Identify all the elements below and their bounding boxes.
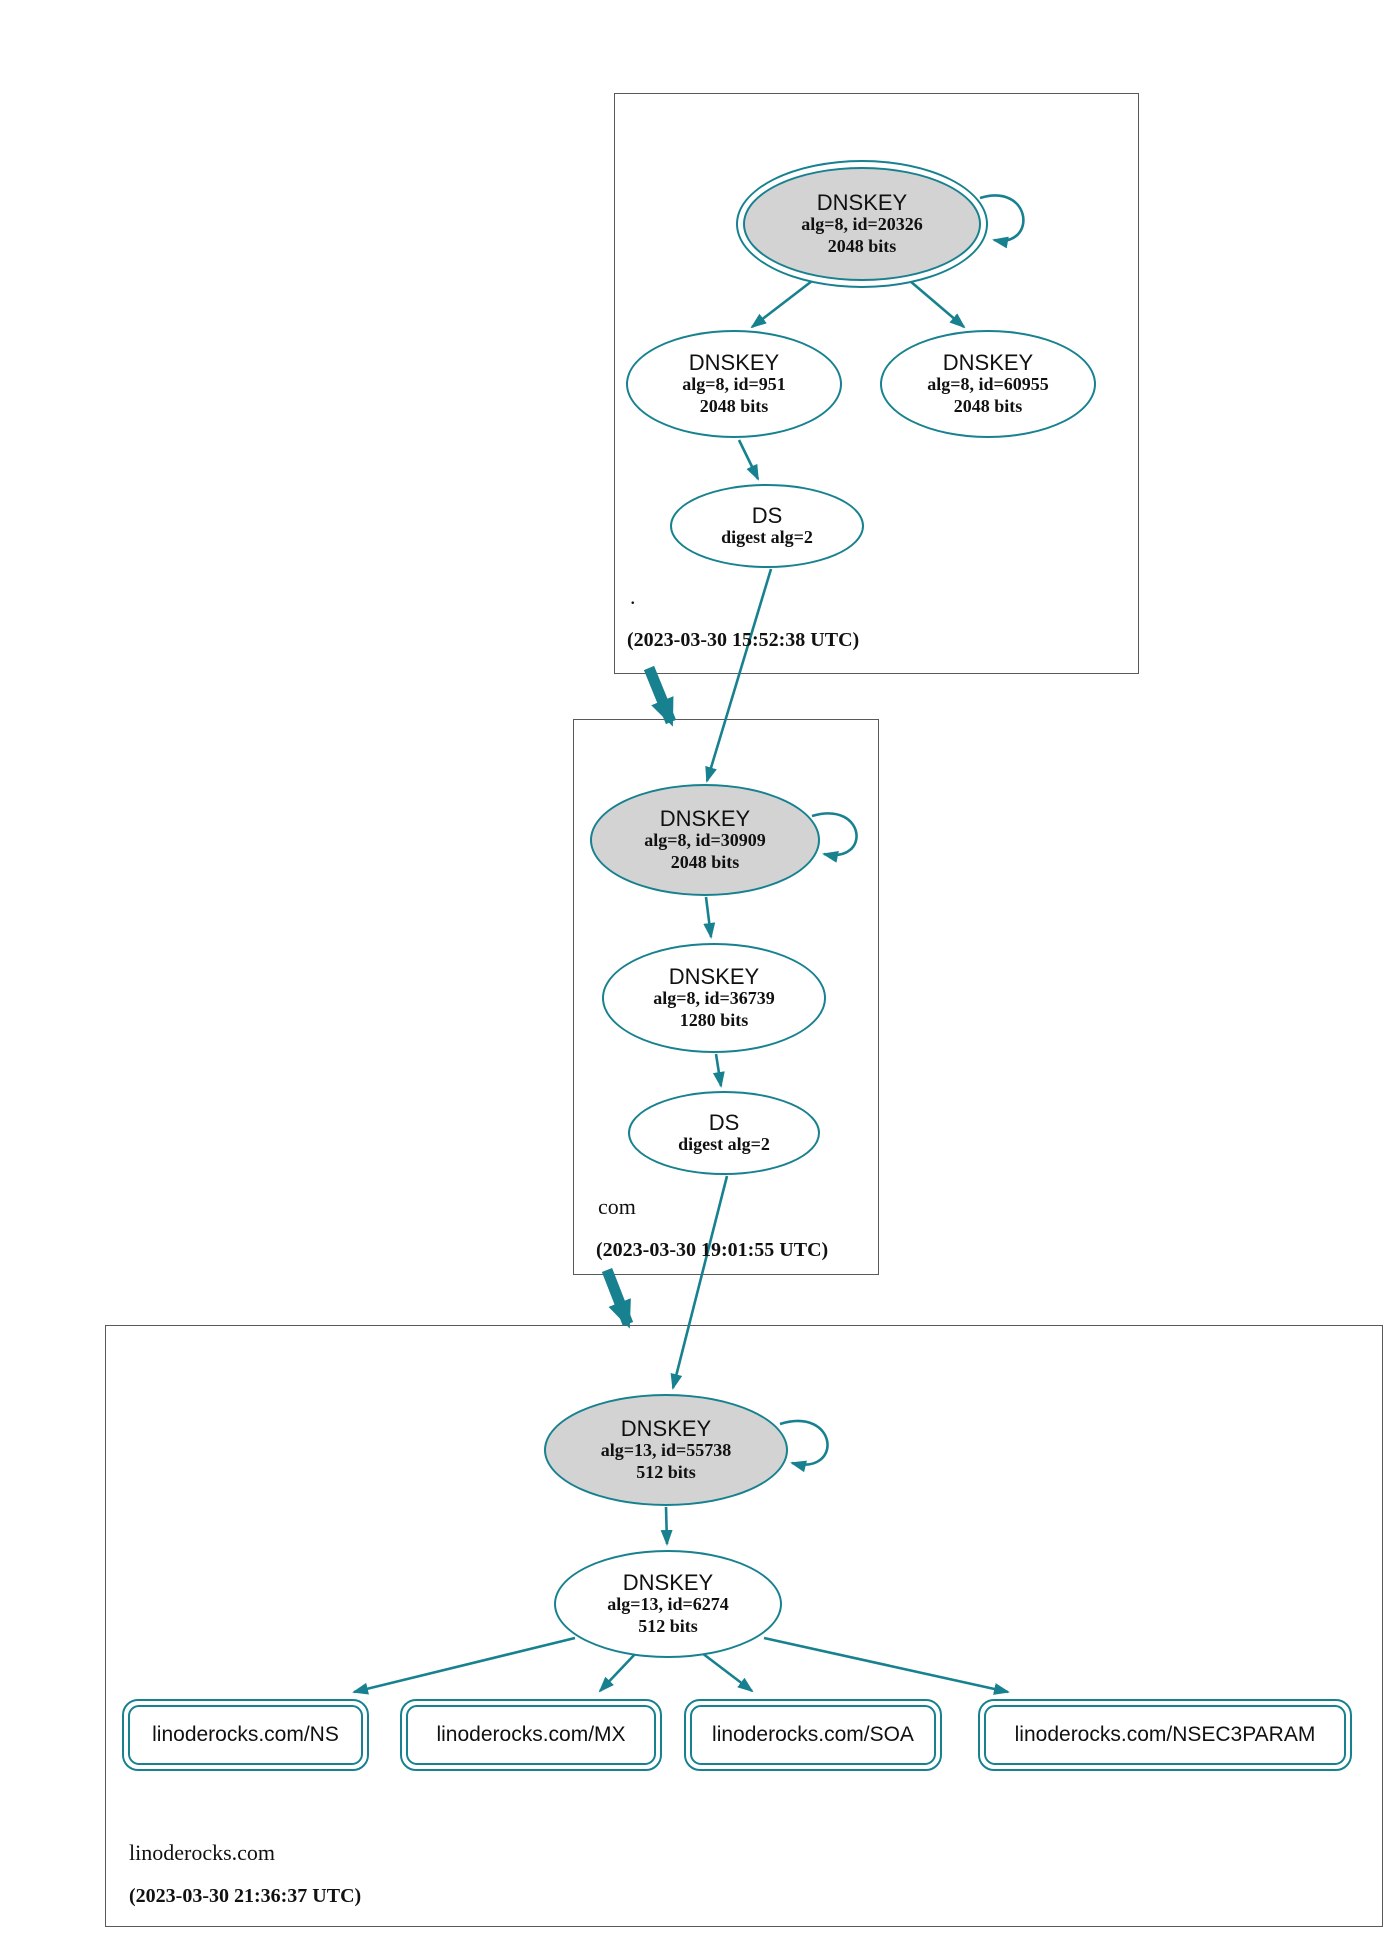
node-title: DNSKEY (620, 1416, 712, 1442)
node-dnskey-6274[interactable]: DNSKEY alg=13, id=6274 512 bits (554, 1550, 782, 1658)
edge-com-ksk-to-zsk (703, 896, 716, 939)
node-detail: alg=13, id=6274 (607, 1594, 729, 1615)
node-detail: alg=13, id=55738 (600, 1440, 732, 1461)
edge-lino-zsk-to-mx (598, 1652, 637, 1693)
edge-com-zsk-to-ds (712, 1053, 725, 1088)
node-detail: alg=8, id=36739 (653, 988, 775, 1009)
rrset-soa[interactable]: linoderocks.com/SOA (684, 1699, 942, 1771)
node-detail: 2048 bits (699, 395, 769, 416)
node-ds-root[interactable]: DS digest alg=2 (670, 484, 864, 568)
node-detail: digest alg=2 (678, 1133, 770, 1154)
edge-lino-ksk-selfloop (779, 1419, 829, 1473)
rrset-label: linoderocks.com/NS (128, 1705, 363, 1765)
node-dnskey-951[interactable]: DNSKEY alg=8, id=951 2048 bits (626, 330, 842, 438)
edge-lino-ksk-to-zsk (660, 1506, 673, 1546)
node-detail: 2048 bits (953, 395, 1023, 416)
rrset-ns[interactable]: linoderocks.com/NS (122, 1699, 369, 1771)
node-detail: 2048 bits (827, 235, 897, 256)
node-title: DNSKEY (942, 350, 1034, 376)
edge-lino-zsk-to-ns (352, 1636, 576, 1695)
edge-root-ksk-to-zsk60955 (909, 280, 966, 329)
edge-com-ksk-selfloop (811, 812, 858, 863)
node-dnskey-36739[interactable]: DNSKEY alg=8, id=36739 1280 bits (602, 943, 826, 1053)
rrset-label: linoderocks.com/MX (406, 1705, 656, 1765)
node-detail: 1280 bits (679, 1009, 749, 1030)
edge-root-ksk-to-zsk951 (750, 279, 813, 329)
node-title: DNSKEY (659, 806, 751, 832)
zone-label-com: com (598, 1194, 636, 1219)
node-title: DS (708, 1109, 740, 1135)
node-ds-com[interactable]: DS digest alg=2 (628, 1091, 820, 1175)
node-detail: alg=8, id=951 (682, 374, 786, 395)
node-detail: alg=8, id=20326 (801, 214, 923, 235)
zone-box-root (614, 93, 1139, 674)
node-title: DS (751, 502, 783, 528)
edge-lino-zsk-to-soa (701, 1651, 754, 1693)
zone-timestamp-linoderocks: (2023-03-30 21:36:37 UTC) (129, 1885, 362, 1907)
edge-zsk951-to-ds (737, 439, 760, 481)
zone-timestamp-root: (2023-03-30 15:52:38 UTC) (627, 629, 860, 651)
node-detail: alg=8, id=60955 (927, 374, 1049, 395)
node-detail: 512 bits (638, 1615, 698, 1636)
edge-root-ksk-selfloop (979, 194, 1025, 249)
node-title: DNSKEY (622, 1570, 714, 1596)
rrset-mx[interactable]: linoderocks.com/MX (400, 1699, 662, 1771)
edge-lino-zsk-to-nsec3param (763, 1636, 1010, 1695)
zone-box-linoderocks (105, 1325, 1383, 1927)
edge-delegation-com-to-linoderocks (601, 1268, 634, 1329)
node-detail: digest alg=2 (721, 526, 813, 547)
zone-label-linoderocks: linoderocks.com (129, 1840, 276, 1865)
edge-root-ds-to-com-ksk (705, 568, 773, 783)
edge-com-ds-to-lino-ksk (670, 1175, 729, 1390)
node-dnskey-20326[interactable]: DNSKEY alg=8, id=20326 2048 bits (736, 160, 988, 288)
rrset-label: linoderocks.com/SOA (690, 1705, 936, 1765)
node-title: DNSKEY (668, 964, 760, 990)
node-title: DNSKEY (688, 350, 780, 376)
edge-delegation-root-to-com (643, 665, 677, 727)
node-detail: 512 bits (636, 1461, 696, 1482)
node-dnskey-30909[interactable]: DNSKEY alg=8, id=30909 2048 bits (590, 784, 820, 896)
node-title: DNSKEY (816, 190, 908, 216)
node-detail: alg=8, id=30909 (644, 830, 766, 851)
rrset-label: linoderocks.com/NSEC3PARAM (984, 1705, 1346, 1765)
zone-timestamp-com: (2023-03-30 19:01:55 UTC) (596, 1239, 829, 1261)
rrset-nsec3param[interactable]: linoderocks.com/NSEC3PARAM (978, 1699, 1352, 1771)
node-dnskey-55738[interactable]: DNSKEY alg=13, id=55738 512 bits (544, 1394, 788, 1506)
node-detail: 2048 bits (670, 851, 740, 872)
node-dnskey-60955[interactable]: DNSKEY alg=8, id=60955 2048 bits (880, 330, 1096, 438)
zone-label-root: . (630, 584, 636, 609)
